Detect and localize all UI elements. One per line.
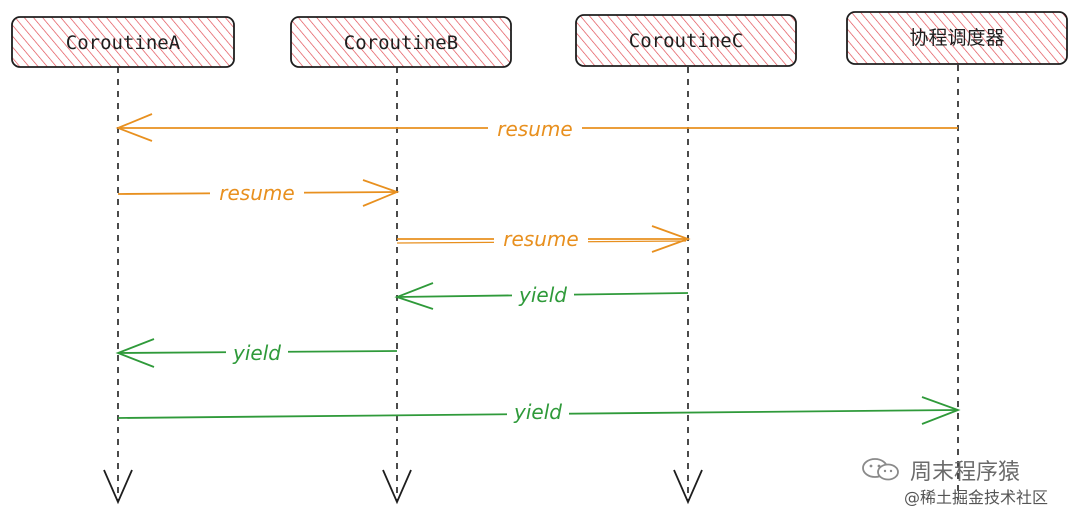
actor-label: CoroutineA [66,32,181,54]
message-yield-b-to-a: yield [115,338,398,368]
actor-label: CoroutineB [344,32,458,54]
wechat-icon [862,458,899,481]
lifeline-end-arrow-a [103,469,133,505]
actor-coroutine-c: CoroutineC [575,14,797,67]
message-label: yield [518,283,567,307]
message-resume-b-to-c: resume [396,225,691,253]
message-label: resume [497,117,572,141]
actor-label: 协程调度器 [909,27,1004,49]
message-yield-a-to-scheduler: yield [117,396,961,425]
message-yield-c-to-b: yield [394,282,689,310]
message-label: resume [503,227,578,251]
watermark-site-name: @稀土掘金技术社区 [904,488,1049,507]
actor-coroutine-a: CoroutineA [11,16,235,68]
message-label: resume [219,181,294,205]
lifeline-end-arrow-b [382,469,412,505]
message-resume-a-to-b: resume [117,179,400,207]
message-resume-scheduler-to-a: resume [115,113,958,142]
message-label: yield [232,341,281,365]
watermark-account-name: 周末程序猿 [910,460,1021,485]
actor-coroutine-b: CoroutineB [290,16,512,68]
lifeline-end-arrow-c [673,469,703,505]
watermark: 周末程序猿 @稀土掘金技术社区 [860,452,1074,512]
message-label: yield [513,400,562,424]
actor-scheduler: 协程调度器 [846,11,1068,65]
actor-label: CoroutineC [629,30,743,52]
